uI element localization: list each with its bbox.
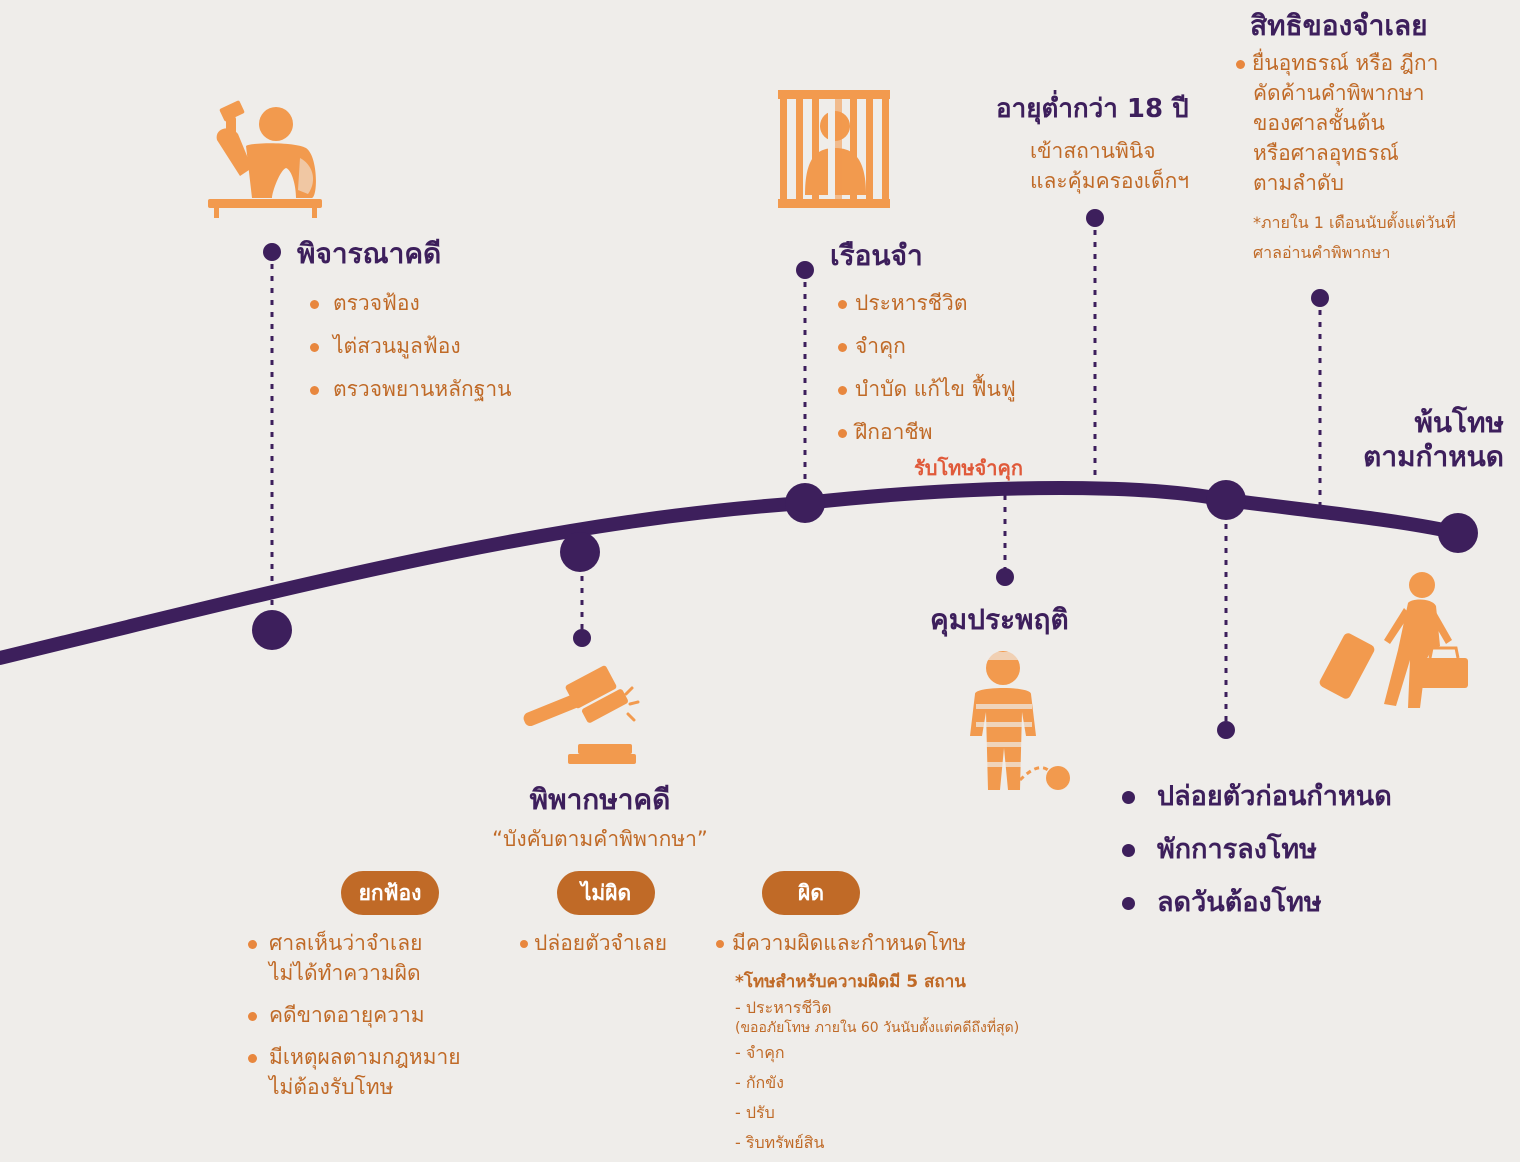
bullet-icon: [1122, 791, 1135, 804]
judge-icon: [208, 100, 322, 218]
list-item: ไต่สวนมูลฟ้อง: [310, 325, 511, 368]
node-release: [1438, 513, 1478, 553]
prison-list: ประหารชีวิต จำคุก บำบัด แก้ไข ฟื้นฟู ฝึก…: [838, 282, 1016, 454]
penalty-item: - ริบทรัพย์สิน: [735, 1133, 825, 1152]
list-item: มีเหตุผลตามกฎหมาย ไม่ต้องรับโทษ: [248, 1042, 461, 1102]
dismiss-list: ศาลเห็นว่าจำเลย ไม่ได้ทำความผิด คดีขาดอา…: [248, 928, 461, 1102]
node-judgment: [560, 532, 600, 572]
bullet-icon: [1122, 897, 1135, 910]
not-guilty-list: ปล่อยตัวจำเลย: [520, 928, 667, 958]
dot-probation: [996, 568, 1014, 586]
bullet-icon: [1236, 59, 1245, 69]
outcome-guilty-pill: ผิด: [762, 871, 860, 915]
list-item: ประหารชีวิต: [838, 282, 1016, 325]
early-release-list: ปล่อยตัวก่อนกำหนด พักการลงโทษ ลดวันต้องโ…: [1122, 770, 1392, 929]
dot-consideration: [263, 243, 281, 261]
list-item: ตรวจฟ้อง: [310, 282, 511, 325]
serve-sentence-label: รับโทษจำคุก: [914, 456, 1023, 480]
bullet-icon: [248, 1011, 257, 1021]
penalty-item: - ปรับ: [735, 1103, 775, 1122]
bullet-icon: [1122, 844, 1135, 857]
rights-title: สิทธิของจำเลย: [1250, 9, 1428, 42]
dot-judgment: [573, 629, 591, 647]
dot-prison: [796, 261, 814, 279]
list-item: ศาลเห็นว่าจำเลย ไม่ได้ทำความผิด: [248, 928, 461, 988]
penalty-list: - ประหารชีวิต (ขออภัยโทษ ภายใน 60 วันนับ…: [735, 998, 1019, 1158]
list-item: คดีขาดอายุความ: [248, 1000, 461, 1030]
bullet-icon: [716, 940, 724, 948]
node-prison: [785, 483, 825, 523]
outcome-dismiss-pill: ยกฟ้อง: [341, 871, 439, 915]
guilty-note: *โทษสำหรับความผิดมี 5 สถาน: [735, 972, 966, 992]
gavel-icon: [523, 665, 640, 764]
bullet-icon: [310, 385, 319, 395]
bullet-icon: [248, 939, 257, 949]
timeline-curve: [0, 481, 1465, 665]
list-item: บำบัด แก้ไข ฟื้นฟู: [838, 368, 1016, 411]
release-title: พ้นโทษ ตามกำหนด: [1363, 406, 1504, 473]
bullet-icon: [310, 299, 319, 309]
bullet-icon: [520, 940, 528, 948]
judgment-title: พิพากษาคดี: [529, 783, 671, 816]
judgment-subtitle: “บังคับตามคำพิพากษา”: [492, 827, 708, 851]
outcome-not-guilty-pill: ไม่ผิด: [557, 871, 655, 915]
dot-under18: [1086, 209, 1104, 227]
prison-title: เรือนจำ: [830, 239, 923, 272]
penalty-item: - ประหารชีวิต (ขออภัยโทษ ภายใน 60 วันนับ…: [735, 998, 1020, 1036]
traveler-with-luggage-icon: [1319, 572, 1468, 708]
rights-note: *ภายใน 1 เดือนนับตั้งแต่วันที่ ศาลอ่านคำ…: [1253, 213, 1456, 262]
guilty-summary: มีความผิดและกำหนดโทษ: [716, 928, 966, 958]
node-consideration: [252, 610, 292, 650]
list-item: ปล่อยตัวก่อนกำหนด: [1122, 770, 1392, 823]
under18-text: เข้าสถานพินิจ และคุ้มครองเด็กฯ: [1030, 139, 1190, 193]
penalty-item: - จำคุก: [735, 1043, 785, 1062]
list-item: ลดวันต้องโทษ: [1122, 876, 1392, 929]
bullet-icon: [838, 428, 847, 438]
node-early-release: [1206, 480, 1246, 520]
under18-title: อายุต่ำกว่า 18 ปี: [996, 94, 1189, 124]
dot-rights: [1311, 289, 1329, 307]
rights-text: ยื่นอุทธรณ์ หรือ ฎีกา คัดค้านคำพิพากษา ข…: [1236, 48, 1438, 198]
probation-title: คุมประพฤติ: [930, 603, 1069, 636]
bullet-icon: [838, 299, 847, 309]
list-item: จำคุก: [838, 325, 1016, 368]
bullet-icon: [248, 1053, 257, 1063]
bullet-icon: [838, 385, 847, 395]
consideration-list: ตรวจฟ้อง ไต่สวนมูลฟ้อง ตรวจพยานหลักฐาน: [310, 282, 511, 411]
list-item: ฝึกอาชีพ: [838, 411, 1016, 454]
bullet-icon: [838, 342, 847, 352]
bullet-icon: [310, 342, 319, 352]
list-item: ตรวจพยานหลักฐาน: [310, 368, 511, 411]
dot-early-release: [1217, 721, 1235, 739]
consideration-title: พิจารณาคดี: [297, 237, 442, 270]
list-item: พักการลงโทษ: [1122, 823, 1392, 876]
prisoner-behind-bars-icon: [778, 90, 890, 208]
prisoner-with-ball-icon: [970, 651, 1070, 790]
penalty-item: - กักขัง: [735, 1073, 784, 1092]
